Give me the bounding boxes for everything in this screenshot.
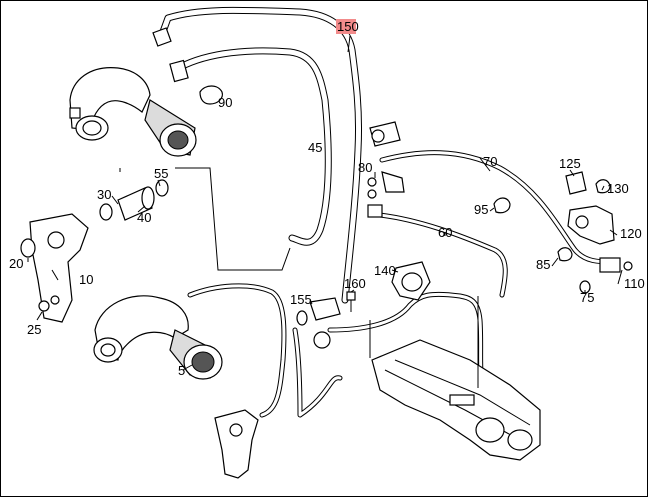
label-45: 45 — [308, 140, 322, 155]
intake-elbow-top — [69, 67, 151, 141]
fitting-110 — [599, 257, 633, 273]
sleeve-40 — [117, 186, 155, 221]
hose-top-long — [156, 6, 363, 304]
label-85: 85 — [536, 257, 550, 272]
label-150: 150 — [337, 19, 359, 34]
bracket-10 — [20, 213, 89, 323]
pipe-lower-long — [292, 327, 343, 418]
label-90: 90 — [218, 95, 232, 110]
leader-lines — [27, 35, 623, 388]
fitting-80 — [367, 171, 405, 199]
label-10: 10 — [79, 272, 93, 287]
fitting-60-end — [367, 204, 383, 218]
label-110: 110 — [624, 276, 645, 291]
ring-30 — [99, 203, 113, 221]
bracket-lower — [214, 409, 259, 479]
valve-120 — [567, 205, 615, 245]
clip-90 — [199, 85, 223, 105]
label-20: 20 — [9, 256, 23, 271]
label-30: 30 — [97, 187, 111, 202]
label-70: 70 — [483, 154, 497, 169]
pipe-lower-left — [187, 283, 287, 418]
ring-55 — [155, 179, 169, 197]
label-40: 40 — [137, 210, 151, 225]
screw-160 — [346, 291, 356, 312]
label-150-highlight — [336, 19, 356, 34]
label-5: 5 — [178, 363, 185, 378]
pipe-lower-mid — [327, 291, 488, 393]
label-75: 75 — [580, 290, 594, 305]
corrugated-hose-top — [144, 99, 197, 157]
label-95: 95 — [474, 202, 488, 217]
intake-manifold — [371, 339, 541, 461]
label-160: 160 — [344, 276, 366, 291]
part-140 — [391, 261, 431, 301]
label-60: 60 — [438, 225, 452, 240]
clip-85 — [557, 247, 573, 262]
clip-95 — [493, 197, 511, 214]
label-130: 130 — [607, 181, 629, 196]
label-25: 25 — [27, 322, 41, 337]
label-140: 140 — [374, 263, 396, 278]
valve-150 — [369, 121, 401, 147]
label-120: 120 — [620, 226, 642, 241]
label-80: 80 — [358, 160, 372, 175]
sensor-125 — [565, 171, 587, 195]
pipe-60 — [377, 212, 508, 298]
connector-160-top — [152, 27, 189, 83]
pipe-70 — [379, 150, 615, 265]
clip-130 — [595, 179, 611, 194]
part-155 — [296, 297, 341, 349]
label-155: 155 — [290, 292, 312, 307]
hose-45 — [171, 47, 332, 246]
label-125: 125 — [559, 156, 581, 171]
label-55: 55 — [154, 166, 168, 181]
corrugated-hose-lower — [169, 329, 223, 380]
